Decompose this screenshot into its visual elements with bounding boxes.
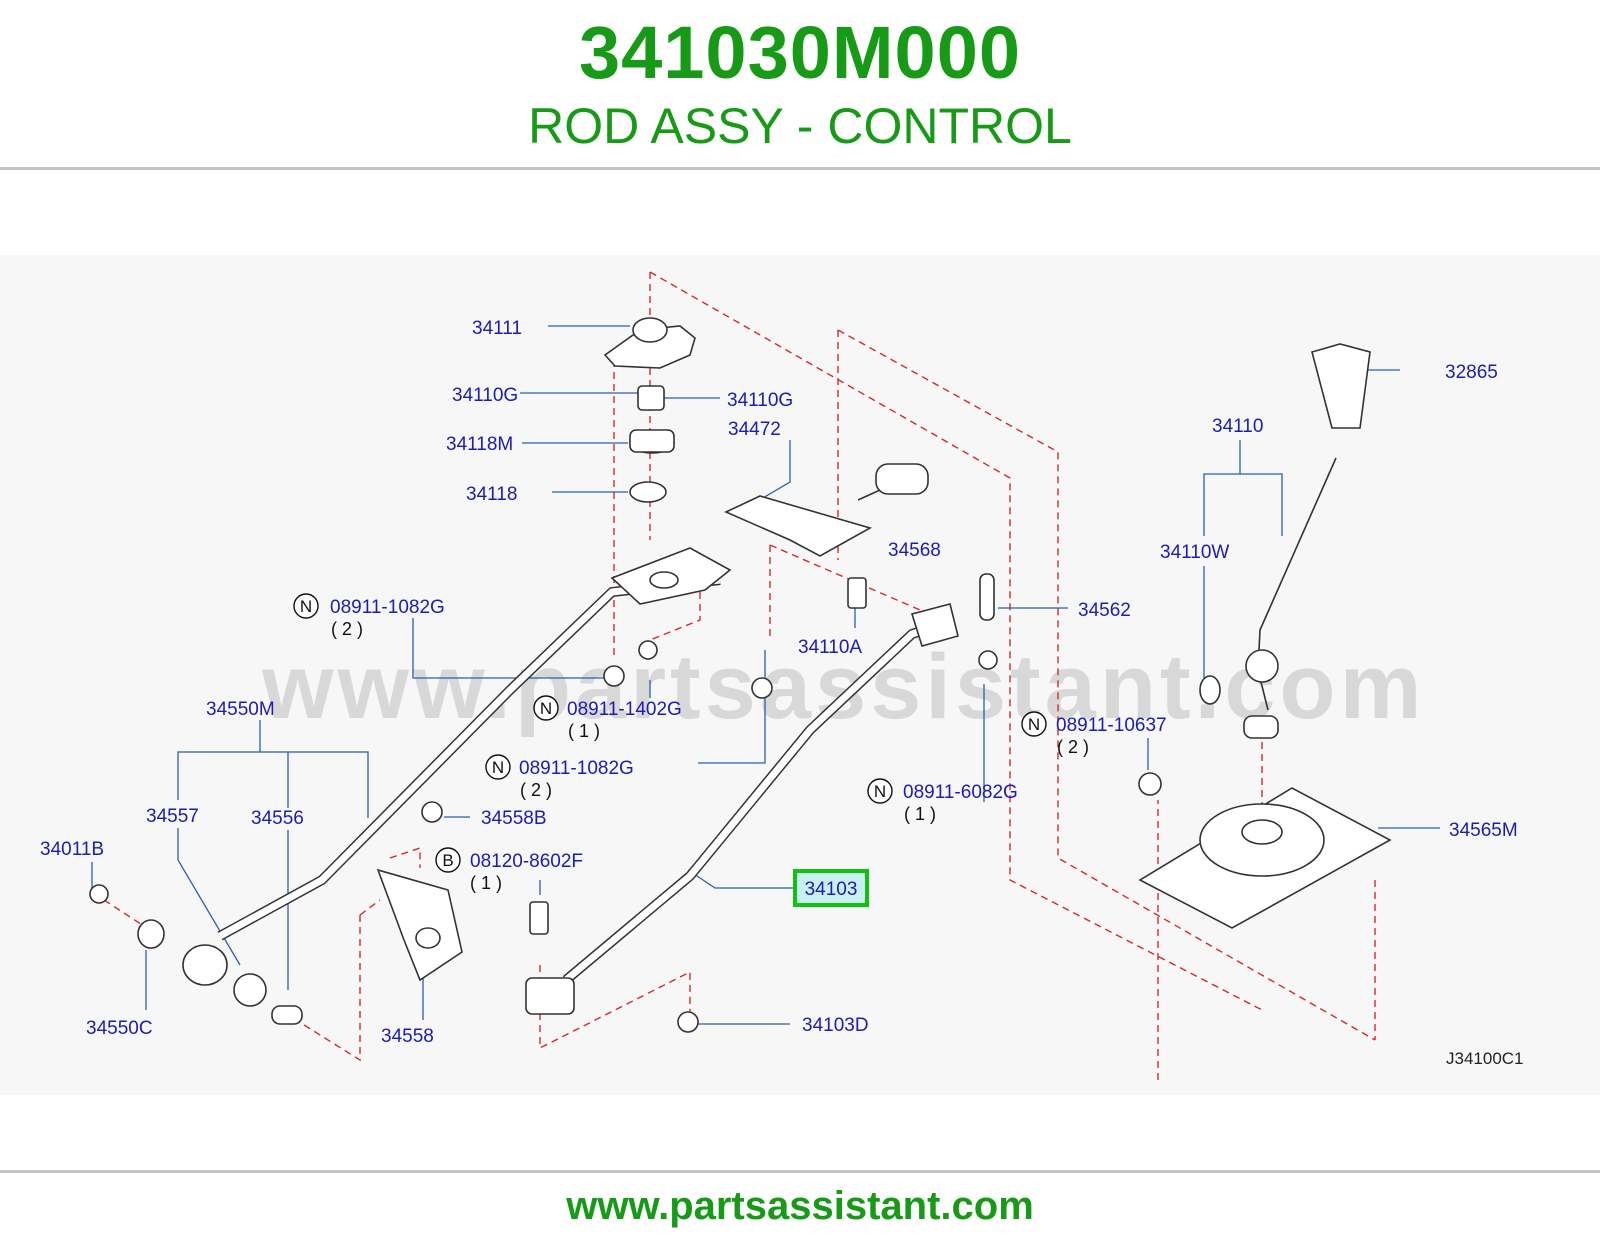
label-34550m: 34550M xyxy=(206,699,275,720)
label-08120-8602f: 08120-8602F xyxy=(470,851,583,872)
label-34110w: 34110W xyxy=(1160,542,1229,563)
label-08911-1082g-b: 08911-1082G xyxy=(519,758,634,779)
label-34118m: 34118M xyxy=(446,434,513,455)
svg-text:N: N xyxy=(540,699,552,718)
label-08911-1082g-a: 08911-1082G xyxy=(330,597,445,618)
callout-08911-6082g: N 08911-6082G ( 1 ) xyxy=(867,778,1018,824)
label-34558: 34558 xyxy=(381,1026,434,1047)
label-34110a: 34110A xyxy=(798,637,862,658)
label-34472: 34472 xyxy=(728,419,781,440)
label-34556: 34556 xyxy=(251,808,304,829)
svg-text:N: N xyxy=(874,782,886,801)
label-34565m: 34565M xyxy=(1449,820,1518,841)
hardware-callouts: N 08911-1082G ( 2 ) N 08911-1402G ( 1 ) … xyxy=(293,593,1167,893)
label-34011b: 34011B xyxy=(40,839,104,860)
qty-08911-1402g: ( 1 ) xyxy=(568,721,600,741)
b-badge-icon xyxy=(435,847,461,873)
label-34103d: 34103D xyxy=(802,1015,869,1036)
header-divider xyxy=(0,167,1600,170)
label-34550c: 34550C xyxy=(86,1018,153,1039)
page-subtitle-part-name: ROD ASSY - CONTROL xyxy=(528,98,1072,154)
label-34562: 34562 xyxy=(1078,600,1131,621)
callout-08911-1402g: N 08911-1402G ( 1 ) xyxy=(533,695,682,741)
label-34558b: 34558B xyxy=(481,808,547,829)
label-34110: 34110 xyxy=(1212,416,1263,437)
callout-08911-1082g-b: N 08911-1082G ( 2 ) xyxy=(485,754,634,800)
diagram-reference-code: J34100C1 xyxy=(1446,1049,1524,1068)
label-08911-6082g: 08911-6082G xyxy=(903,782,1018,803)
qty-08911-10637: ( 2 ) xyxy=(1057,737,1089,757)
callout-08911-1082g-a: N 08911-1082G ( 2 ) xyxy=(293,593,445,639)
label-34568: 34568 xyxy=(888,540,941,561)
page-title-part-number: 341030M000 xyxy=(578,11,1022,94)
callout-leader-lines xyxy=(91,325,1440,1025)
n-badge-icon xyxy=(293,593,319,619)
svg-text:B: B xyxy=(442,851,453,870)
part-drawings xyxy=(89,317,1392,1033)
svg-text:N: N xyxy=(300,597,312,616)
part-labels: 34111 34110G 34110G 34118M 34118 34472 3… xyxy=(40,318,1524,1068)
label-08911-10637: 08911-10637 xyxy=(1056,715,1167,736)
n-badge-icon xyxy=(867,778,893,804)
label-34103[interactable]: 34103 xyxy=(805,879,858,900)
watermark: www.partsassistant.com xyxy=(261,636,1425,738)
title-block: 341030M000 ROD ASSY - CONTROL xyxy=(0,0,1600,170)
qty-08911-6082g: ( 1 ) xyxy=(904,804,936,824)
label-34118: 34118 xyxy=(466,484,517,505)
qty-08911-1082g-a: ( 2 ) xyxy=(331,619,363,639)
label-34110g-right: 34110G xyxy=(727,390,793,411)
label-34111: 34111 xyxy=(472,318,522,339)
n-badge-icon xyxy=(485,754,511,780)
label-32865: 32865 xyxy=(1445,362,1498,383)
callout-08911-10637: N 08911-10637 ( 2 ) xyxy=(1021,711,1167,757)
footer-url-link[interactable]: www.partsassistant.com xyxy=(566,1184,1034,1228)
n-badge-icon xyxy=(1021,711,1047,737)
svg-text:N: N xyxy=(1028,715,1040,734)
label-34110g-left: 34110G xyxy=(452,385,518,406)
n-badge-icon xyxy=(533,695,559,721)
qty-08911-1082g-b: ( 2 ) xyxy=(520,780,552,800)
footer-divider xyxy=(0,1170,1600,1173)
label-34557: 34557 xyxy=(146,806,199,827)
highlighted-part-34103[interactable]: 34103 xyxy=(793,869,869,907)
qty-08120-8602f: ( 1 ) xyxy=(470,873,502,893)
callout-08120-8602f: B 08120-8602F ( 1 ) xyxy=(435,847,583,893)
svg-text:N: N xyxy=(492,758,504,777)
label-08911-1402g: 08911-1402G xyxy=(567,699,682,720)
